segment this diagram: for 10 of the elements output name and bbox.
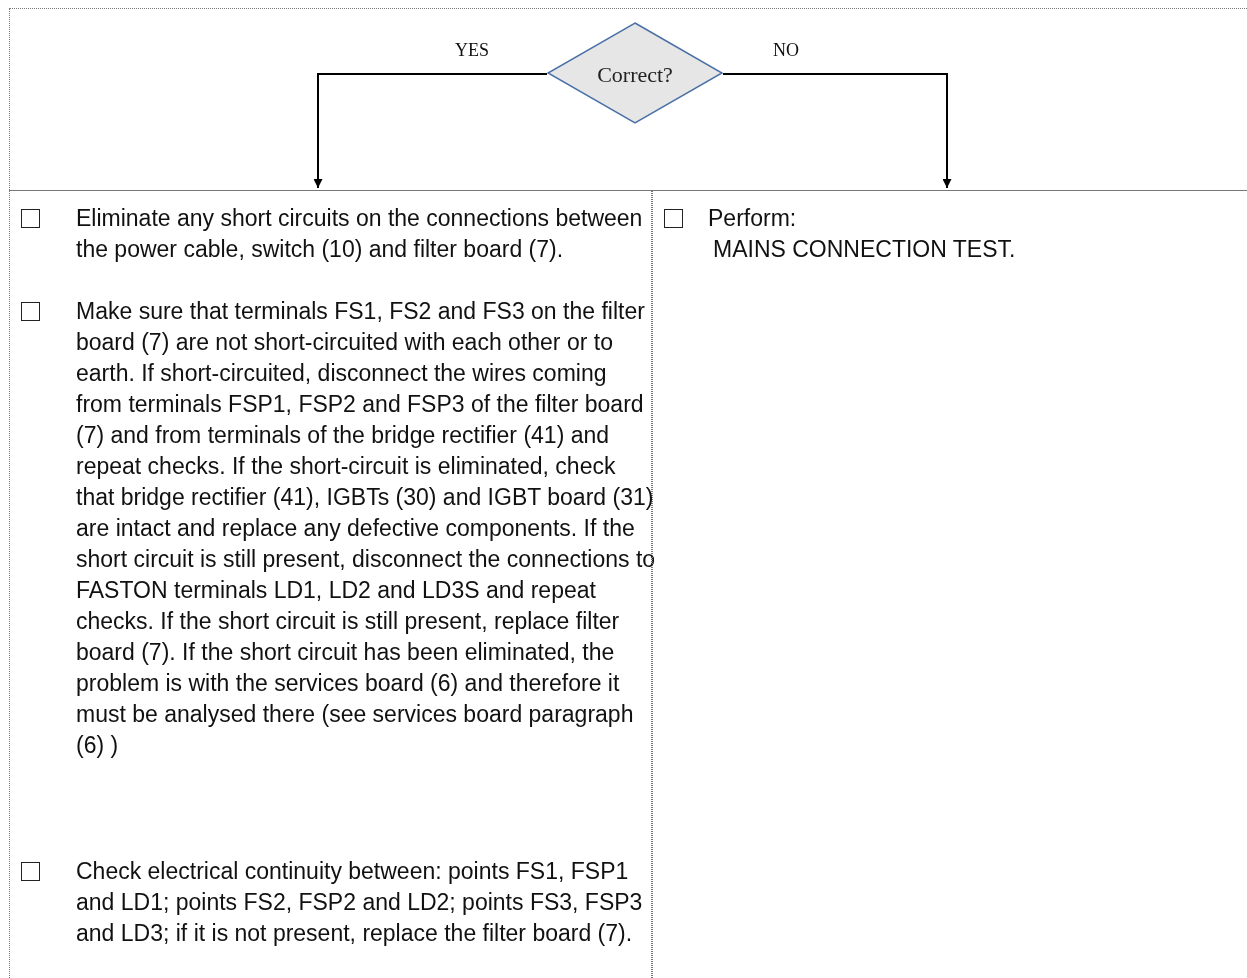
arrow [722, 73, 952, 189]
checklist-item: Check electrical continuity between: points FS1, FSP1 and LD1; points FS2, FSP2 and LD2; points FS3, FSP3 and LD3; if it is not present, replace the filter board (7). [76, 857, 644, 948]
checklist-item: MAINS CONNECTION TEST. [713, 235, 1017, 264]
decision-diamond [547, 22, 723, 124]
checklist-item: Eliminate any short circuits on the connections between the power cable, switch (10) and filter board (7). [76, 204, 644, 264]
table-cell [652, 190, 1247, 978]
decision-label: Correct? [597, 62, 673, 88]
table-cell [9, 190, 652, 978]
instruction-text: Perform: [708, 204, 798, 233]
arrow [313, 73, 548, 189]
